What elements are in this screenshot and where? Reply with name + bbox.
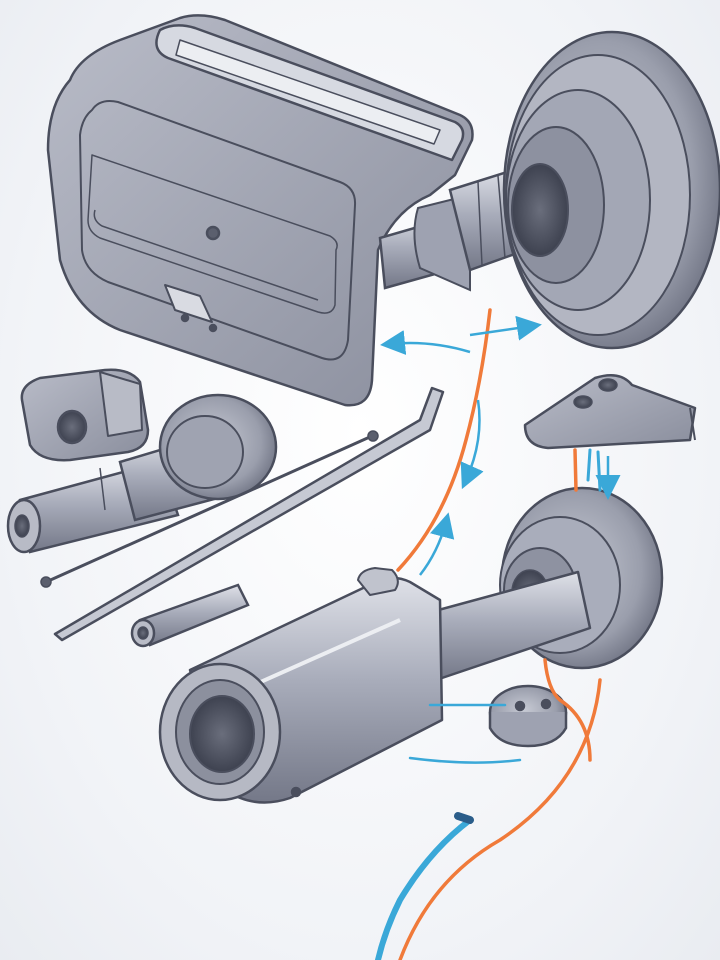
small-bracket [20, 368, 150, 462]
rectangular-housing-block [46, 14, 474, 407]
thin-rod [40, 430, 379, 588]
triangular-mount-plate [523, 373, 697, 450]
flanged-disc-hub-large [502, 30, 720, 350]
assembly-arrows [380, 315, 621, 576]
tube-body [158, 567, 592, 804]
stepped-shaft-with-collar [6, 393, 278, 554]
bent-lever [53, 386, 445, 642]
small-round-cap [488, 684, 568, 748]
blue-wire [375, 448, 602, 960]
small-pin [130, 583, 250, 648]
orange-wire [396, 308, 602, 960]
